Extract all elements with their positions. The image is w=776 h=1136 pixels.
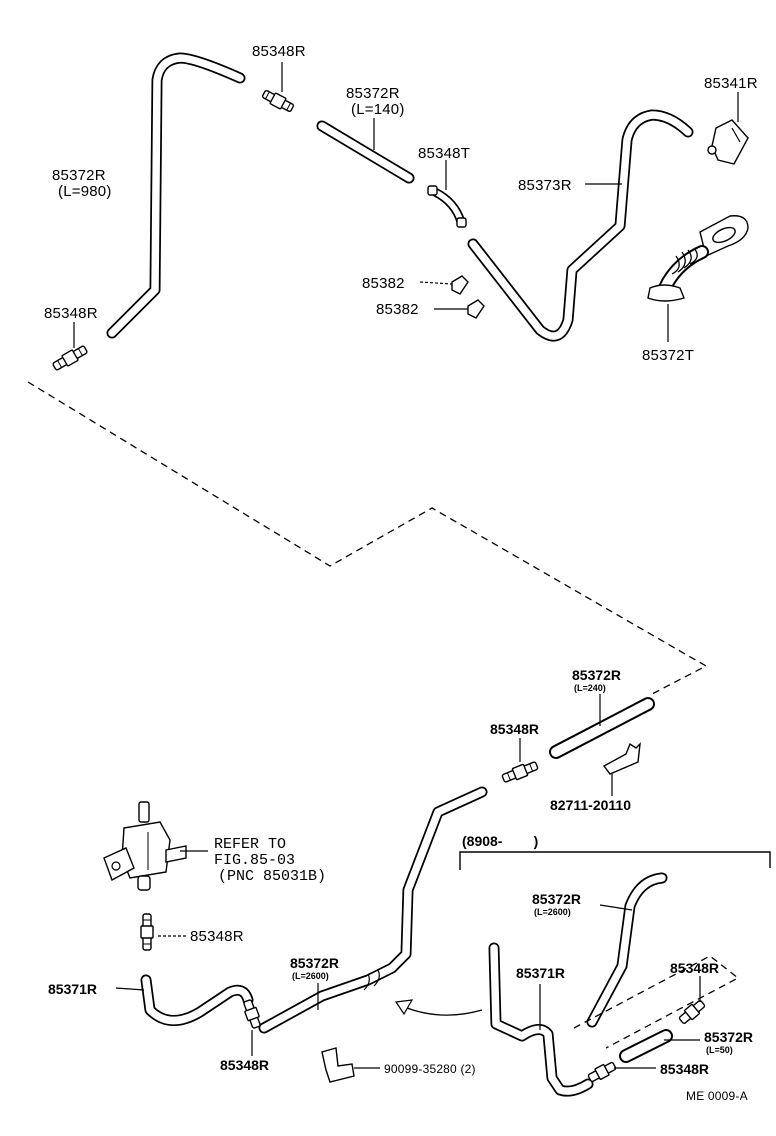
label-85348r-mid: 85348R <box>490 721 539 737</box>
small-hose-85372r <box>619 1029 673 1063</box>
dashed-reference-line <box>27 381 708 695</box>
label-82711: 82711-20110 <box>550 797 631 813</box>
leader-line <box>419 281 453 285</box>
label-85348r-left: 85348R <box>44 305 98 322</box>
label-85372r-small: 85372R <box>704 1029 753 1045</box>
label-85372r-long: 85372R <box>52 167 106 184</box>
label-85372r-lower: 85372R <box>572 667 621 683</box>
hose-85371r-right <box>488 942 594 1097</box>
date-range-bracket <box>459 851 771 870</box>
label-85372r-short: 85372R <box>346 85 400 102</box>
label-85373r: 85373R <box>518 177 572 194</box>
connector-85348r-valve <box>140 913 154 951</box>
clip-90099 <box>321 1047 355 1083</box>
label-85348r-lower-right: 85348R <box>660 1061 709 1077</box>
label-date-range: (8908- ) <box>462 833 538 849</box>
long-hose-85372r <box>106 52 246 339</box>
connector-85348r-bottom <box>243 999 261 1029</box>
label-85372r-main: 85372R <box>290 955 339 971</box>
connector-85348r-right <box>678 1000 706 1024</box>
leader-line <box>115 987 145 991</box>
label-refer-pnc: (PNC 85031B) <box>218 868 326 885</box>
label-85348t: 85348T <box>418 145 470 162</box>
connector-85348r-top <box>261 89 295 113</box>
label-85372r-main-length: (L=2600) <box>292 971 329 981</box>
bracket-82711 <box>602 742 641 775</box>
clip-85382-b <box>467 299 485 319</box>
pointer-arrow <box>401 1005 483 1016</box>
elbow-85348t <box>427 185 467 228</box>
label-85372r-short-length: (L=140) <box>351 101 405 118</box>
label-85348r-top: 85348R <box>252 43 306 60</box>
label-refer-fig: FIG.85-03 <box>214 852 295 869</box>
label-90099: 90099-35280 (2) <box>384 1062 476 1076</box>
short-hose-85372r <box>316 120 415 184</box>
vsv-valve <box>103 801 187 891</box>
label-85348r-bottom: 85348R <box>220 1057 269 1073</box>
arrow-head <box>394 999 414 1016</box>
label-85348r-right: 85348R <box>670 960 719 976</box>
label-85371r-left: 85371R <box>48 981 97 997</box>
clamp-85341r <box>707 119 749 165</box>
connector-85348r-lower-right <box>587 1061 617 1083</box>
leader-line <box>599 904 633 911</box>
grommet-85372t <box>647 215 749 302</box>
label-85372r-lower-length: (L=240) <box>574 683 606 693</box>
label-85372r-right: 85372R <box>532 891 581 907</box>
connector-85348r-mid <box>501 761 539 783</box>
label-85372r-right-length: (L=2600) <box>534 907 571 917</box>
figure-code: ME 0009-A <box>686 1089 748 1103</box>
label-85372r-long-length: (L=980) <box>58 183 112 200</box>
label-85382-b: 85382 <box>376 301 419 318</box>
label-85371r-right: 85371R <box>516 965 565 981</box>
clip-85382-a <box>451 275 469 295</box>
lower-hose-85372r <box>549 697 655 759</box>
label-85341r: 85341R <box>704 75 758 92</box>
label-85372r-small-length: (L=50) <box>706 1045 733 1055</box>
hose-85373r <box>467 109 694 342</box>
label-refer-to: REFER TO <box>214 836 286 853</box>
main-hose-85372r <box>258 786 488 1034</box>
hose-85372r-right <box>586 872 668 1028</box>
label-85348r-valve: 85348R <box>190 928 244 945</box>
dashed-group-outline <box>573 955 740 1049</box>
label-85382-a: 85382 <box>362 275 405 292</box>
label-85372t: 85372T <box>642 347 694 364</box>
connector-85348r-left <box>52 345 88 371</box>
hose-85371r-left <box>140 974 254 1026</box>
